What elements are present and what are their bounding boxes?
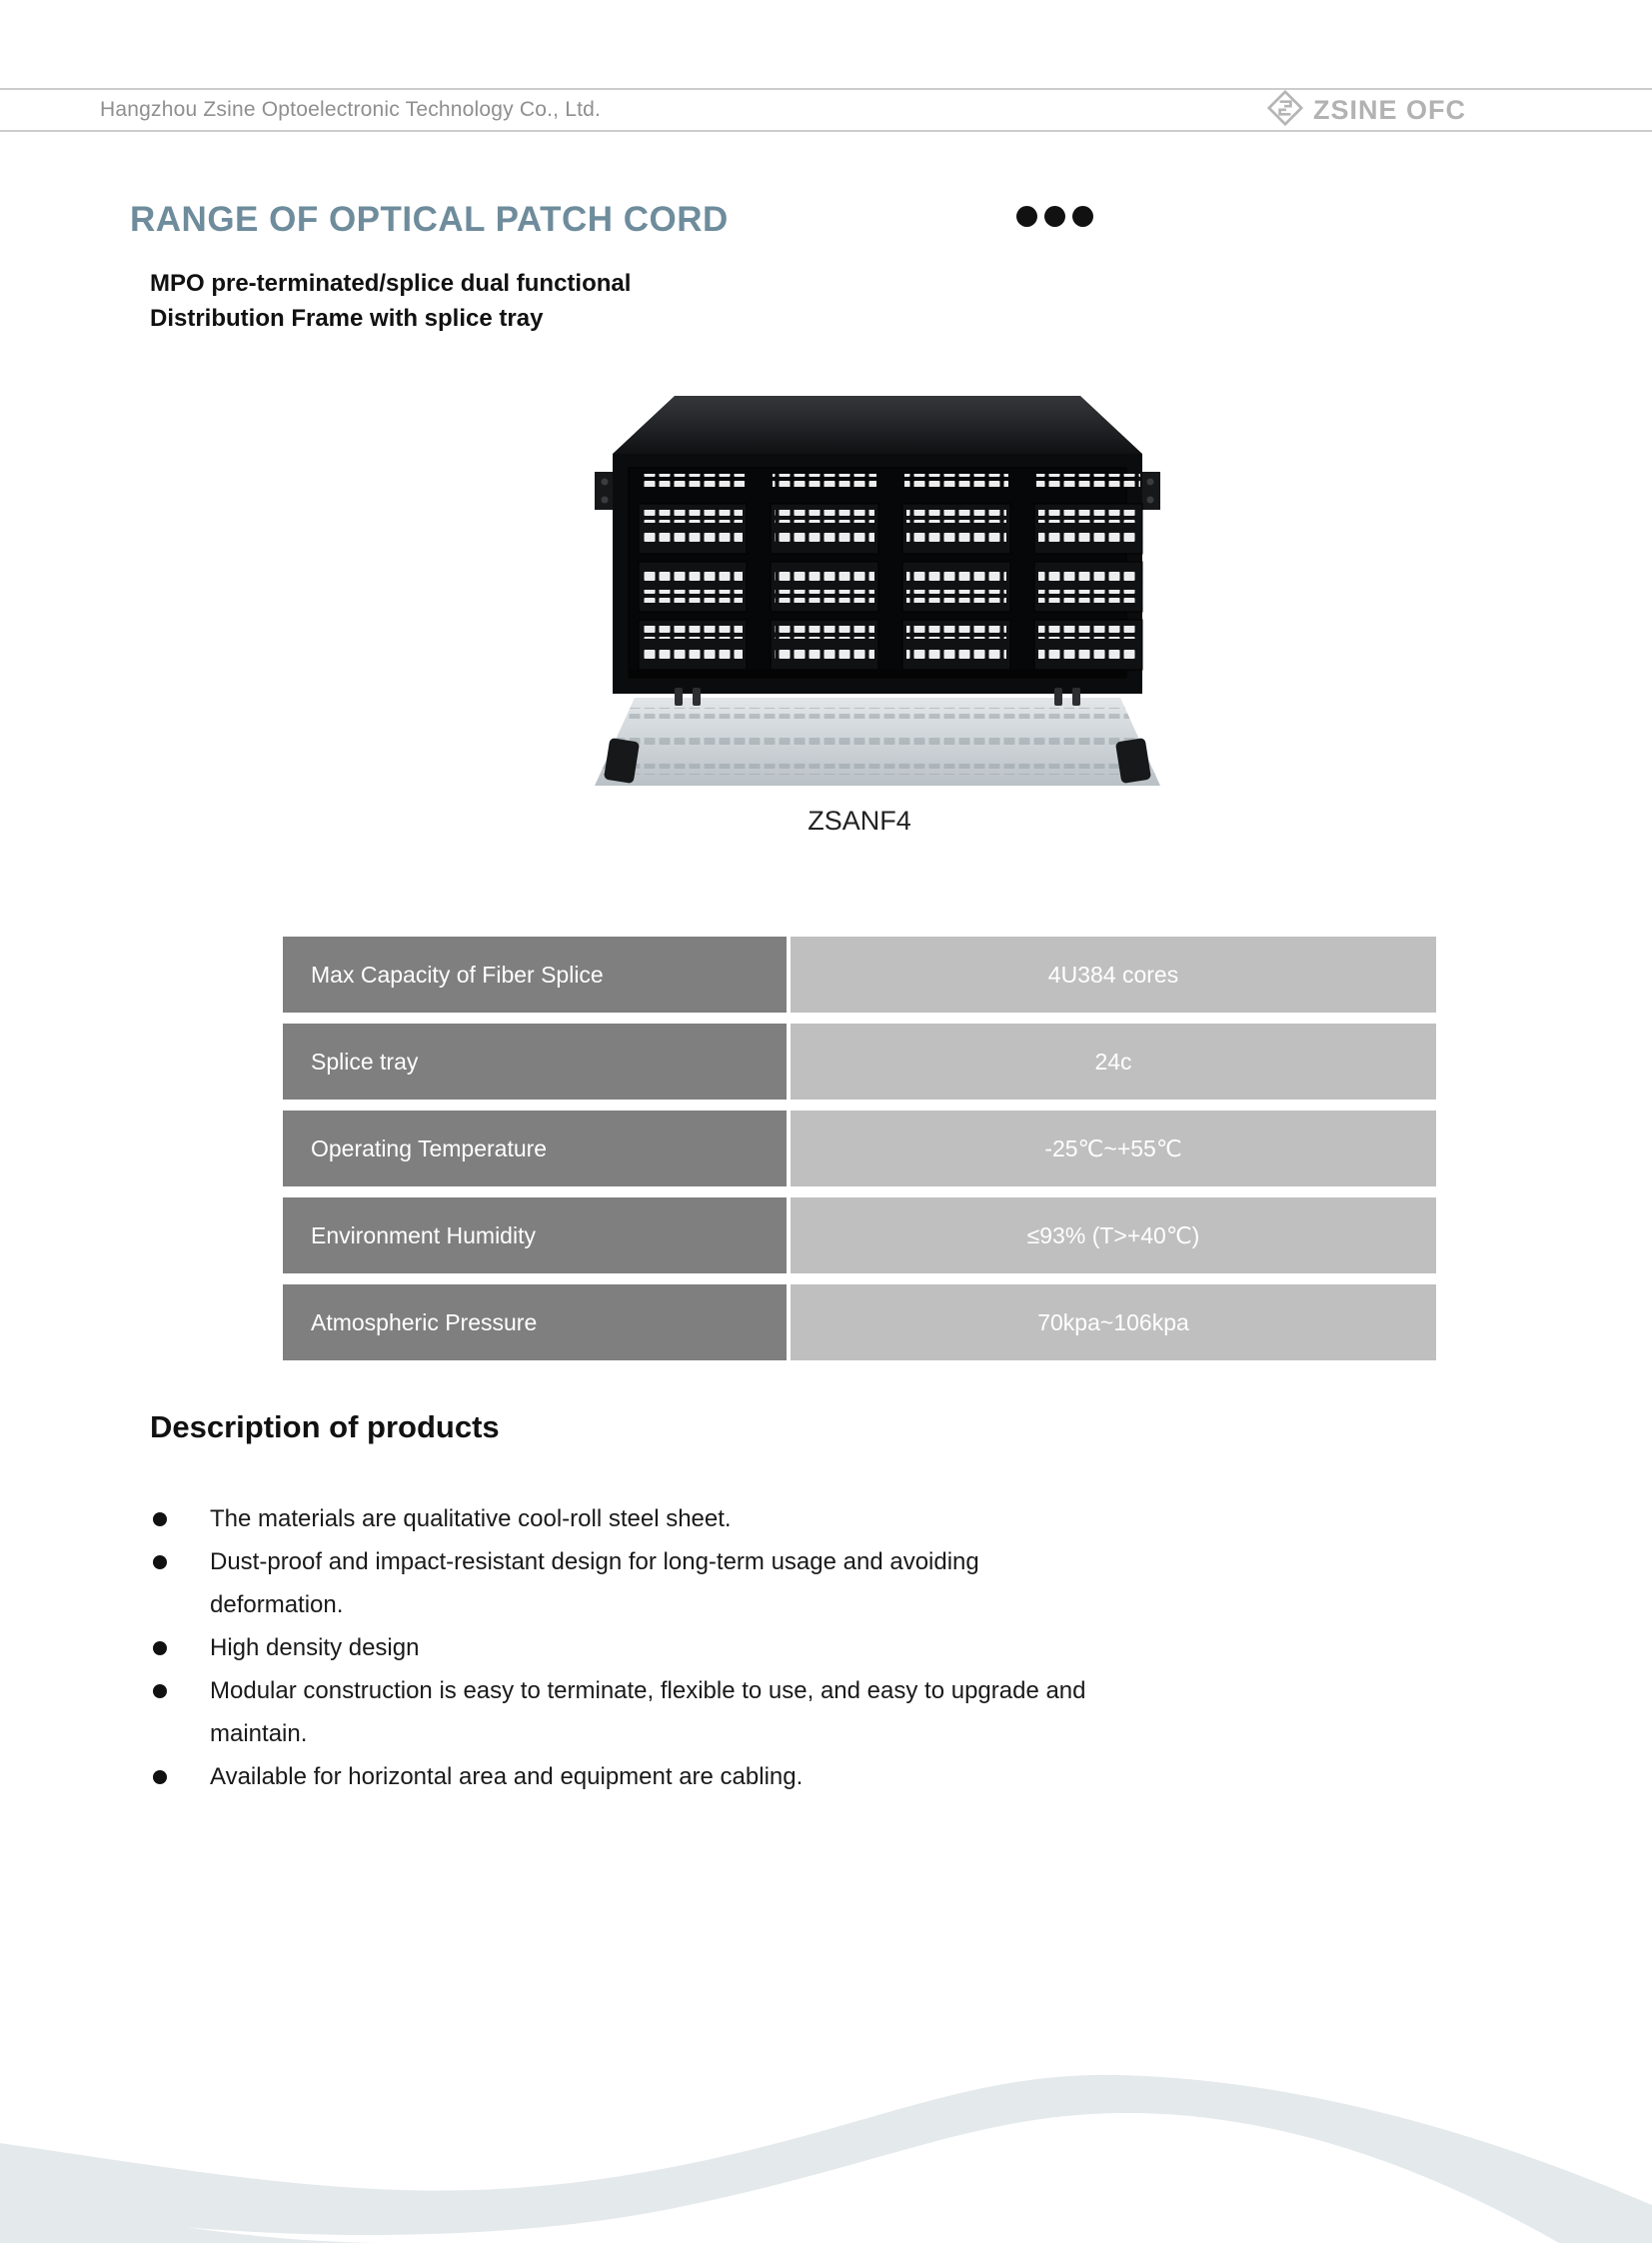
- spec-value: -25℃~+55℃: [791, 1111, 1436, 1186]
- table-row: Atmospheric Pressure 70kpa~106kpa: [283, 1284, 1436, 1360]
- list-item: High density design: [153, 1626, 1232, 1669]
- decoration-dots-icon: [1016, 206, 1093, 227]
- logo-text: ZSINE OFC: [1312, 94, 1466, 125]
- table-row: Splice tray 24c: [283, 1024, 1436, 1100]
- diamond-logo-icon: [1266, 89, 1304, 131]
- product-image: [595, 396, 1160, 786]
- spec-value: 24c: [791, 1024, 1436, 1100]
- subtitle-line-1: MPO pre-terminated/splice dual functiona…: [150, 270, 632, 297]
- brand-logo: ZSINE OFC: [1266, 89, 1466, 131]
- product-caption: ZSANF4: [808, 806, 911, 836]
- bullet-icon: [153, 1684, 167, 1698]
- page-title: RANGE OF OPTICAL PATCH CORD: [130, 200, 729, 239]
- spec-label: Operating Temperature: [283, 1111, 787, 1186]
- list-item: Available for horizontal area and equipm…: [153, 1755, 1232, 1798]
- footer-wave-decoration: [0, 2074, 1652, 2243]
- table-row: Environment Humidity ≤93% (T>+40℃): [283, 1197, 1436, 1273]
- table-row: Max Capacity of Fiber Splice 4U384 cores: [283, 937, 1436, 1013]
- spec-value: 70kpa~106kpa: [791, 1284, 1436, 1360]
- spec-value: 4U384 cores: [791, 937, 1436, 1013]
- bullet-text: Modular construction is easy to terminat…: [210, 1677, 1086, 1747]
- bullet-text: The materials are qualitative cool-roll …: [210, 1505, 732, 1532]
- bullet-text: High density design: [210, 1634, 420, 1661]
- table-row: Operating Temperature -25℃~+55℃: [283, 1111, 1436, 1186]
- bullet-text: Available for horizontal area and equipm…: [210, 1763, 804, 1790]
- bullet-icon: [153, 1555, 167, 1569]
- bullet-text: Dust-proof and impact-resistant design f…: [210, 1548, 979, 1618]
- description-bullet-list: The materials are qualitative cool-roll …: [153, 1497, 1232, 1798]
- list-item: Modular construction is easy to terminat…: [153, 1669, 1232, 1755]
- page-header: Hangzhou Zsine Optoelectronic Technology…: [0, 88, 1652, 132]
- bullet-icon: [153, 1770, 167, 1784]
- description-heading: Description of products: [150, 1409, 500, 1444]
- spec-label: Atmospheric Pressure: [283, 1284, 787, 1360]
- spec-label: Max Capacity of Fiber Splice: [283, 937, 787, 1013]
- bullet-icon: [153, 1641, 167, 1655]
- spec-table: Max Capacity of Fiber Splice 4U384 cores…: [283, 937, 1436, 1360]
- company-name: Hangzhou Zsine Optoelectronic Technology…: [100, 98, 602, 121]
- bullet-icon: [153, 1512, 167, 1526]
- list-item: Dust-proof and impact-resistant design f…: [153, 1540, 1232, 1626]
- list-item: The materials are qualitative cool-roll …: [153, 1497, 1232, 1540]
- spec-label: Environment Humidity: [283, 1197, 787, 1273]
- product-subtitle: MPO pre-terminated/splice dual functiona…: [150, 266, 631, 336]
- spec-label: Splice tray: [283, 1024, 787, 1100]
- spec-value: ≤93% (T>+40℃): [791, 1197, 1436, 1273]
- subtitle-line-2: Distribution Frame with splice tray: [150, 305, 544, 332]
